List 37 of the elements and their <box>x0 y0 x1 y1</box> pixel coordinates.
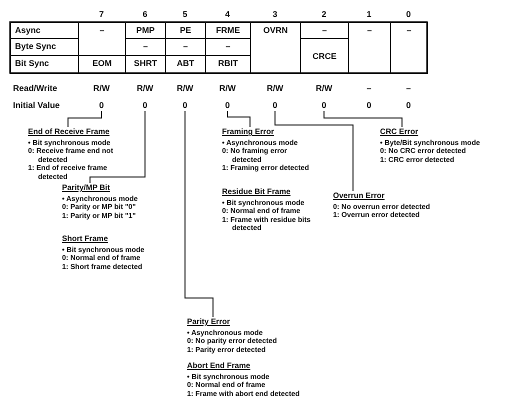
initial-value: 0 <box>179 100 191 110</box>
bit-number: 3 <box>272 9 278 19</box>
leader-line <box>227 110 250 128</box>
row-label-cell: Async <box>10 22 79 39</box>
initial-value: 0 <box>222 100 234 110</box>
access-value: – <box>366 83 372 93</box>
bit-number: 1 <box>366 9 372 19</box>
access-value: R/W <box>176 83 194 93</box>
table-cell: OVRN <box>250 22 301 74</box>
row-label: Initial Value <box>13 100 60 110</box>
access-value: – <box>405 83 412 93</box>
leader-line <box>90 110 146 184</box>
access-value: R/W <box>92 83 111 93</box>
initial-value: 0 <box>139 100 151 110</box>
leader-line <box>274 110 354 192</box>
initial-value: 0 <box>269 100 281 110</box>
bit-number: 0 <box>405 9 412 19</box>
initial-value: 0 <box>366 100 372 110</box>
access-value: R/W <box>266 83 284 93</box>
leader-line <box>324 110 402 128</box>
access-value: R/W <box>218 83 237 93</box>
access-value: R/W <box>136 83 154 93</box>
initial-value: 0 <box>96 100 108 110</box>
table-cell: – <box>390 22 428 74</box>
leader-line <box>184 110 214 318</box>
row-label-cell: Bit Sync <box>10 55 79 74</box>
bit-number: 2 <box>320 9 328 19</box>
initial-value: 0 <box>318 100 330 110</box>
bit-number: 7 <box>98 9 105 19</box>
bit-number: 5 <box>182 9 188 19</box>
leader-line <box>68 110 102 128</box>
initial-value: 0 <box>405 100 412 110</box>
access-value: R/W <box>314 83 334 93</box>
bit-number: 4 <box>224 9 231 19</box>
bit-number: 6 <box>142 9 148 19</box>
table-cell: – <box>348 22 391 74</box>
row-label: Read/Write <box>13 83 58 93</box>
